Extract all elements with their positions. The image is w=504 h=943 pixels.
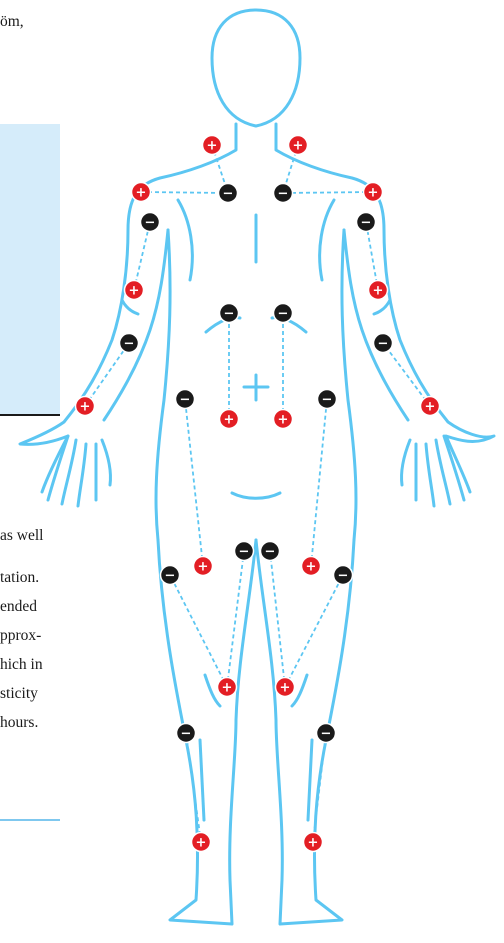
negative-electrode: −	[261, 542, 280, 561]
plus-icon: +	[278, 413, 289, 428]
wire-upper-arm-left	[134, 222, 150, 290]
chest-left	[178, 200, 192, 280]
plus-icon: +	[308, 836, 319, 851]
negative-electrode: −	[176, 390, 195, 409]
body-outline	[20, 10, 494, 924]
negative-electrode: −	[334, 566, 353, 585]
left-hand-outline	[48, 436, 111, 506]
abdomen-lines	[206, 318, 306, 332]
minus-icon: −	[278, 307, 289, 322]
negative-electrode: −	[317, 724, 336, 743]
plus-icon: +	[306, 560, 317, 575]
plus-icon: +	[196, 836, 207, 851]
negative-electrode: −	[274, 304, 293, 323]
negative-electrode: −	[274, 184, 293, 203]
positive-electrode: +	[125, 281, 144, 300]
minus-icon: −	[239, 545, 250, 560]
positive-electrode: +	[76, 397, 95, 416]
positive-electrode: +	[194, 557, 213, 576]
plus-icon: +	[280, 681, 291, 696]
minus-icon: −	[180, 393, 191, 408]
positive-electrode: +	[276, 678, 295, 697]
shin-right	[308, 740, 312, 820]
minus-icon: −	[145, 216, 156, 231]
negative-electrode: −	[220, 304, 239, 323]
wire-thigh-lateral-left	[170, 575, 227, 687]
plus-icon: +	[373, 284, 384, 299]
minus-icon: −	[165, 569, 176, 584]
minus-icon: −	[265, 545, 276, 560]
positive-electrode: +	[274, 410, 293, 429]
positive-electrode: +	[369, 281, 388, 300]
positive-electrode: +	[220, 410, 239, 429]
elbow-right	[374, 300, 390, 314]
right-leg-outline	[256, 540, 354, 924]
positive-electrode: +	[203, 136, 222, 155]
positive-electrode: +	[302, 557, 321, 576]
positive-electrode: +	[364, 183, 383, 202]
wire-deltoid-right	[283, 192, 373, 193]
minus-icon: −	[181, 727, 192, 742]
minus-icon: −	[322, 393, 333, 408]
plus-icon: +	[198, 560, 209, 575]
right-arm-inner	[344, 230, 408, 420]
wire-thigh-outer-left	[185, 399, 203, 566]
minus-icon: −	[278, 187, 289, 202]
wire-thigh-outer-right	[311, 399, 327, 566]
positive-electrode: +	[192, 833, 211, 852]
right-hand-outline	[401, 436, 464, 506]
head-outline	[212, 10, 300, 126]
shin-left	[200, 740, 204, 820]
minus-icon: −	[338, 569, 349, 584]
negative-electrode: −	[357, 213, 376, 232]
positive-electrode: +	[218, 678, 237, 697]
plus-icon: +	[224, 413, 235, 428]
plus-icon: +	[129, 284, 140, 299]
wire-deltoid-left	[141, 192, 228, 193]
negative-electrode: −	[177, 724, 196, 743]
minus-icon: −	[361, 216, 372, 231]
elbow-left	[122, 300, 138, 314]
plus-icon: +	[136, 186, 147, 201]
plus-icon: +	[425, 400, 436, 415]
positive-electrode: +	[132, 183, 151, 202]
minus-icon: −	[321, 727, 332, 742]
wire-thigh-lateral-right	[285, 575, 343, 687]
minus-icon: −	[124, 337, 135, 352]
pelvis-line	[232, 493, 280, 498]
negative-electrode: −	[161, 566, 180, 585]
plus-icon: +	[222, 681, 233, 696]
positive-electrode: +	[289, 136, 308, 155]
negative-electrode: −	[219, 184, 238, 203]
minus-icon: −	[224, 307, 235, 322]
minus-icon: −	[378, 337, 389, 352]
negative-electrode: −	[141, 213, 160, 232]
chest-right	[320, 200, 334, 280]
positive-electrode: +	[421, 397, 440, 416]
minus-icon: −	[223, 187, 234, 202]
negative-electrode: −	[120, 334, 139, 353]
positive-electrode: +	[304, 833, 323, 852]
left-leg-outline	[158, 540, 256, 924]
plus-icon: +	[368, 186, 379, 201]
navel-mark	[244, 375, 268, 400]
wire-upper-arm-right	[366, 222, 378, 290]
left-arm-inner	[104, 230, 168, 420]
plus-icon: +	[207, 139, 218, 154]
torso-outline	[20, 124, 494, 492]
plus-icon: +	[80, 400, 91, 415]
negative-electrode: −	[374, 334, 393, 353]
plus-icon: +	[293, 139, 304, 154]
negative-electrode: −	[235, 542, 254, 561]
negative-electrode: −	[318, 390, 337, 409]
